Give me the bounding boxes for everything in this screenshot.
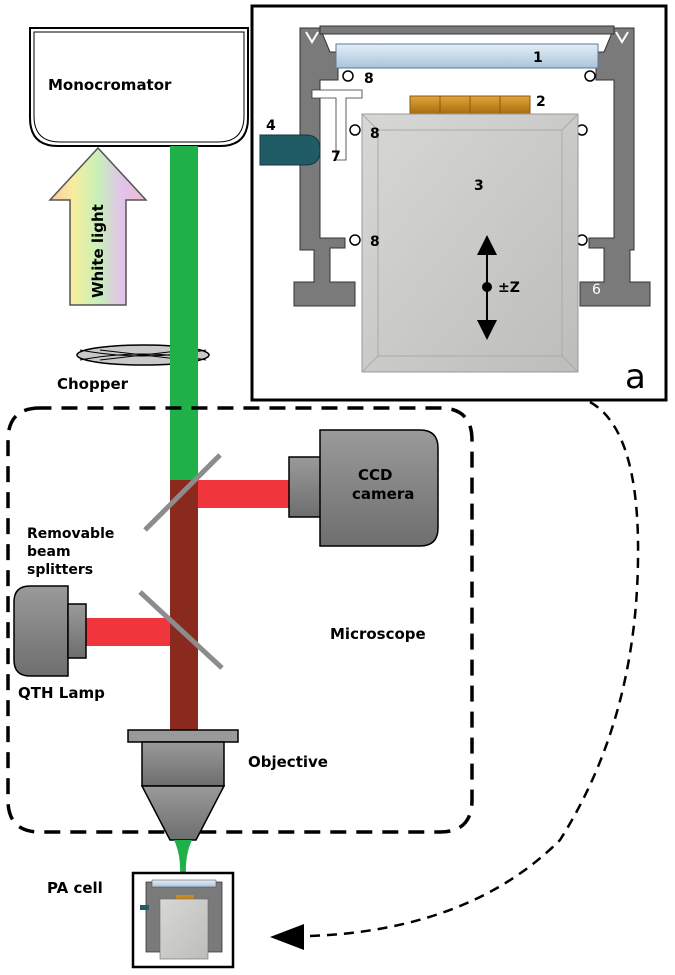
beam-splitter-upper: [143, 453, 222, 532]
part-8-label-mid: 8: [370, 126, 380, 142]
green-beam: [170, 146, 198, 506]
splitters-label-2: beam: [27, 544, 71, 560]
o-ring-low-left: [349, 234, 361, 246]
ccd-label-1: CCD: [358, 466, 392, 484]
white-light-label: White light: [89, 204, 107, 298]
panel-letter: a: [625, 357, 646, 397]
part-8-label-low: 8: [370, 234, 380, 250]
chopper-label: Chopper: [57, 375, 129, 393]
microphone-sensor: [259, 134, 321, 166]
part-3-label: 3: [474, 178, 484, 194]
inset-connector: [309, 400, 640, 938]
part-2-label: 2: [536, 94, 546, 110]
sample-holder: [361, 113, 579, 373]
splitters-label-3: splitters: [27, 562, 93, 578]
ccd-camera: CCD camera: [288, 429, 439, 547]
part-1-label: 1: [533, 50, 543, 66]
objective-lens: Objective: [127, 729, 328, 841]
pa-cell-label: PA cell: [47, 879, 103, 897]
part-7-label: 7: [331, 149, 341, 165]
z-axis-pivot: [482, 282, 492, 292]
pa-cell-thumbnail: PA cell: [47, 871, 235, 969]
microscope-label: Microscope: [330, 625, 426, 643]
monochromator-box: Monocromator: [29, 27, 249, 147]
part-8-label-top: 8: [364, 71, 374, 87]
overlap-beam: [170, 480, 198, 730]
z-axis-label: ±Z: [498, 280, 520, 296]
o-ring-top-left: [342, 70, 354, 82]
splitters-label-1: Removable: [27, 526, 114, 542]
objective-label: Objective: [248, 753, 328, 771]
focused-green-beam: [174, 840, 192, 875]
inset-panel: ±Z 1 2 3 4 5 6 7 8 8 8 a: [250, 4, 668, 402]
red-beam-to-camera: [198, 480, 293, 508]
monochromator-label: Monocromator: [48, 76, 172, 94]
optical-window: [335, 43, 599, 69]
beam-splitter-lower: [138, 590, 224, 670]
o-ring-mid-left: [349, 124, 361, 136]
part-4-label: 4: [266, 118, 276, 134]
acoustic-channel: [311, 89, 363, 161]
white-light-arrow: White light: [48, 146, 148, 306]
qth-lamp: QTH Lamp: [13, 585, 105, 702]
qth-lamp-label: QTH Lamp: [18, 684, 105, 702]
part-6-label: 6: [592, 282, 601, 298]
o-ring-top-right: [584, 70, 596, 82]
part-5-label: 5: [597, 166, 606, 182]
connector-arrowhead: [270, 924, 304, 950]
microscope-enclosure: [6, 406, 474, 834]
ccd-label-2: camera: [352, 485, 414, 503]
red-beam-from-lamp: [85, 618, 170, 646]
